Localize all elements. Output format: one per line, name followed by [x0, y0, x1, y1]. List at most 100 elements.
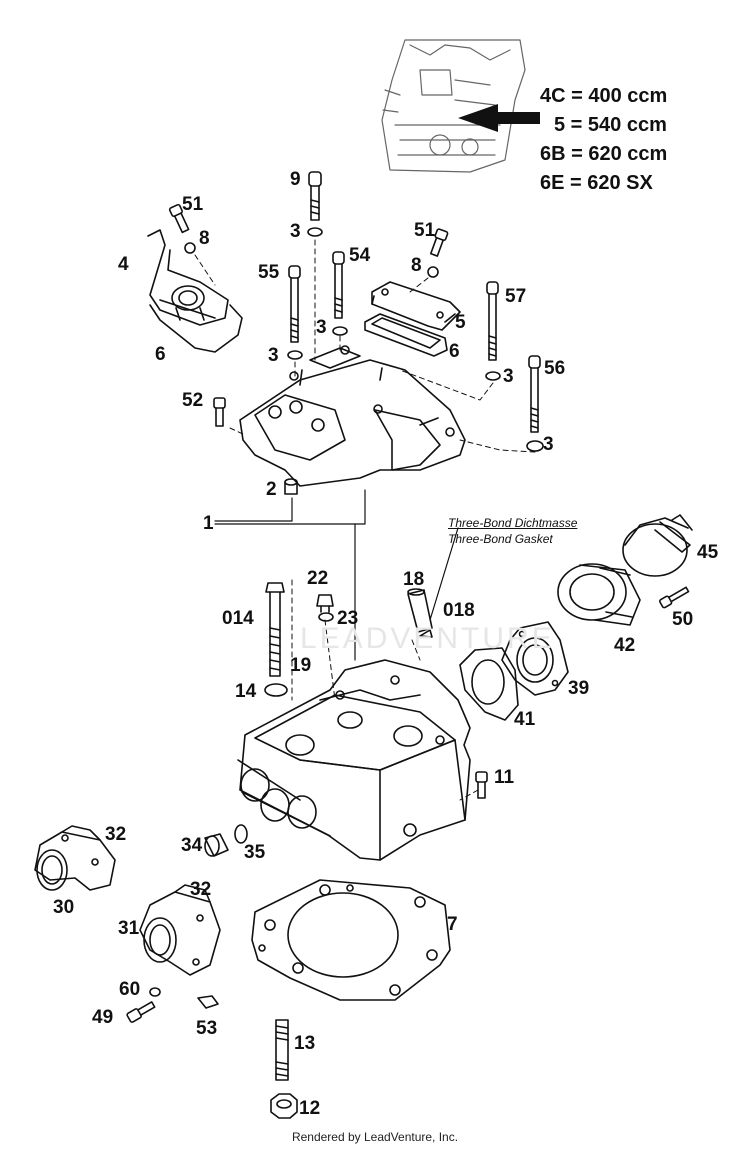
callout-11[interactable]: 11 — [494, 767, 515, 788]
gasket-6-left — [149, 304, 243, 353]
callout-8-a[interactable]: 8 — [199, 228, 210, 249]
bolt-54 — [332, 251, 345, 319]
washer-3-b — [332, 326, 348, 336]
callout-2[interactable]: 2 — [266, 479, 277, 500]
bolt-11 — [475, 771, 488, 799]
valve-cover-5 — [371, 281, 461, 331]
callout-53[interactable]: 53 — [196, 1018, 218, 1039]
washer-8-a — [184, 242, 196, 254]
exhaust-flange-31 — [139, 884, 221, 976]
plug-22 — [316, 594, 334, 613]
callout-13[interactable]: 13 — [294, 1033, 316, 1054]
washer-8-b — [427, 266, 439, 278]
callout-41[interactable]: 41 — [514, 709, 536, 730]
callout-54[interactable]: 54 — [349, 245, 371, 266]
callout-52[interactable]: 52 — [182, 390, 204, 411]
bolt-56 — [528, 355, 541, 433]
callout-5[interactable]: 5 — [455, 312, 466, 333]
callout-32-a[interactable]: 32 — [105, 824, 127, 845]
callout-30[interactable]: 30 — [53, 897, 75, 918]
callout-31[interactable]: 31 — [118, 918, 140, 939]
bolt-49 — [126, 1001, 156, 1023]
screw-50 — [659, 586, 690, 609]
callout-32-b[interactable]: 32 — [190, 879, 212, 900]
washer-3-a — [307, 227, 323, 237]
callout-3-d[interactable]: 3 — [503, 366, 514, 387]
washer-3-d — [485, 371, 501, 381]
callout-42[interactable]: 42 — [614, 635, 636, 656]
seal-35 — [234, 824, 248, 844]
exhaust-flange-30 — [34, 825, 116, 891]
callout-23[interactable]: 23 — [337, 608, 359, 629]
callout-9[interactable]: 9 — [290, 169, 301, 190]
bolt-51-a — [168, 203, 190, 234]
callout-56[interactable]: 56 — [544, 358, 566, 379]
callout-7[interactable]: 7 — [447, 914, 458, 935]
seal-018 — [419, 629, 433, 638]
legend-line-2: 5 = 540 ccm — [554, 114, 667, 136]
callout-12[interactable]: 12 — [299, 1098, 321, 1119]
callout-6-b[interactable]: 6 — [449, 341, 460, 362]
callout-39[interactable]: 39 — [568, 678, 590, 699]
bolt-57 — [486, 281, 499, 361]
callout-51-b[interactable]: 51 — [414, 220, 436, 241]
callout-3-e[interactable]: 3 — [543, 434, 554, 455]
arrow-indicator — [458, 104, 540, 132]
dowel-2 — [284, 478, 298, 495]
callout-22[interactable]: 22 — [307, 568, 329, 589]
sealant-note: Three-Bond Dichtmasse Three-Bond Gasket — [448, 515, 577, 547]
legend-line-4: 6E = 620 SX — [540, 172, 653, 194]
gasket-6-right — [364, 313, 448, 357]
callout-018[interactable]: 018 — [443, 600, 475, 621]
leader-lines — [214, 489, 459, 661]
footer-credit: Rendered by LeadVenture, Inc. — [291, 1130, 459, 1144]
callout-1[interactable]: 1 — [203, 513, 214, 534]
head-gasket-7 — [251, 879, 451, 1001]
stud-13 — [275, 1019, 289, 1081]
callout-34[interactable]: 34 — [181, 835, 203, 856]
valve-cover-4 — [147, 229, 229, 326]
callout-6-a[interactable]: 6 — [155, 344, 166, 365]
legend-line-1: 4C = 400 ccm — [540, 85, 668, 107]
callout-49[interactable]: 49 — [92, 1007, 114, 1028]
callout-50[interactable]: 50 — [672, 609, 694, 630]
bolt-9 — [308, 171, 322, 221]
valve-guide-18 — [407, 588, 433, 633]
callout-60[interactable]: 60 — [119, 979, 141, 1000]
callout-57[interactable]: 57 — [505, 286, 527, 307]
bolt-014 — [265, 582, 285, 677]
bolt-51-b — [429, 228, 449, 257]
callout-3-a[interactable]: 3 — [290, 221, 301, 242]
sealant-note-line-2: Three-Bond Gasket — [448, 532, 553, 546]
washer-60 — [149, 987, 161, 997]
washer-3-c — [287, 350, 303, 360]
engine-variant-legend: 4C = 400 ccm 5 = 540 ccm 6B = 620 ccm 6E… — [540, 82, 667, 198]
clamp-45 — [622, 514, 693, 577]
watermark: LEADVENTURE — [300, 622, 555, 655]
callout-45[interactable]: 45 — [697, 542, 719, 563]
callout-35[interactable]: 35 — [244, 842, 266, 863]
washer-14 — [264, 683, 288, 697]
seal-23 — [318, 612, 334, 622]
callout-51-a[interactable]: 51 — [182, 194, 204, 215]
callout-3-b[interactable]: 3 — [316, 317, 327, 338]
callout-55[interactable]: 55 — [258, 262, 280, 283]
intake-gasket-41 — [459, 647, 519, 721]
intake-boot-42 — [557, 563, 641, 626]
callout-3-c[interactable]: 3 — [268, 345, 279, 366]
legend-line-3: 6B = 620 ccm — [540, 143, 668, 165]
cylinder-head — [237, 659, 471, 861]
callout-8-b[interactable]: 8 — [411, 255, 422, 276]
callout-14[interactable]: 14 — [235, 681, 257, 702]
callout-4[interactable]: 4 — [118, 254, 129, 275]
callout-014[interactable]: 014 — [222, 608, 254, 629]
callout-18[interactable]: 18 — [403, 569, 425, 590]
callout-19[interactable]: 19 — [290, 655, 312, 676]
nut-12 — [270, 1093, 298, 1119]
engine-overview-thumbnail — [381, 39, 526, 173]
plug-34 — [204, 833, 229, 857]
camshaft-housing — [239, 345, 466, 487]
intake-flange-39 — [501, 621, 569, 696]
sealant-note-line-1: Three-Bond Dichtmasse — [448, 516, 578, 530]
